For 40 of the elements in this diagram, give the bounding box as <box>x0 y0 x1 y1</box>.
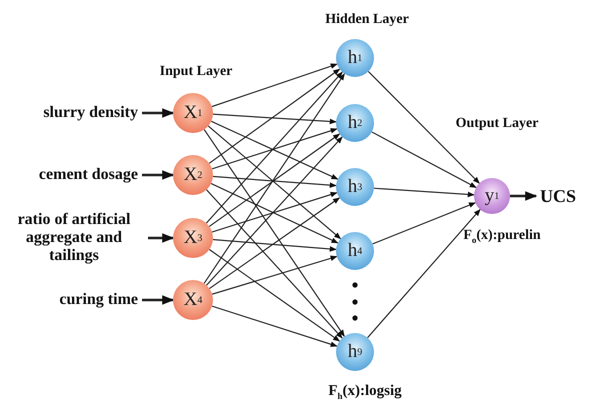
input-arrow <box>142 108 174 118</box>
connection-arrow <box>212 114 337 124</box>
connection-arrow <box>209 197 340 290</box>
input-arrow <box>142 170 174 180</box>
connection-arrow <box>204 73 345 284</box>
connection-arrow <box>208 126 342 240</box>
connection-arrow <box>209 249 340 342</box>
connection-arrow <box>212 192 338 233</box>
input-label: slurry density <box>20 102 138 124</box>
connection-arrow <box>210 120 338 180</box>
connection-arrow <box>212 239 337 252</box>
function-label: F$_{h}$(x):logsig <box>328 383 402 401</box>
connection-arrow <box>212 256 338 295</box>
connection-arrow <box>372 202 476 244</box>
connection-arrow <box>367 209 481 338</box>
input-arrow <box>142 295 174 305</box>
layer-title: Input Layer <box>160 64 232 80</box>
output-label: UCS <box>540 185 584 207</box>
connection-arrow <box>209 134 340 227</box>
connection-arrow <box>208 68 340 164</box>
connection-arrow <box>212 306 338 347</box>
input-label: curing time <box>20 289 138 311</box>
connection-arrow <box>206 189 343 338</box>
input-arrow <box>510 191 538 201</box>
connection-arrow <box>212 63 338 108</box>
input-label: cement dosage <box>10 164 138 186</box>
connection-arrow <box>206 136 343 286</box>
connection-arrow <box>204 129 345 337</box>
connection-arrow <box>206 72 343 224</box>
input-label: ratio of artificial aggregate and tailings <box>4 210 144 266</box>
layer-title: Hidden Layer <box>325 12 409 28</box>
connection-arrow <box>210 183 338 244</box>
connection-arrow <box>212 176 337 188</box>
connection-arrow <box>368 71 480 184</box>
connection-arrow <box>374 188 475 198</box>
function-label: F$_{o}$(x):purelin <box>463 228 541 245</box>
layer-title: Output Layer <box>456 116 538 132</box>
input-arrow <box>148 233 174 243</box>
connection-arrow <box>372 131 477 188</box>
connection-arrow <box>212 128 338 170</box>
